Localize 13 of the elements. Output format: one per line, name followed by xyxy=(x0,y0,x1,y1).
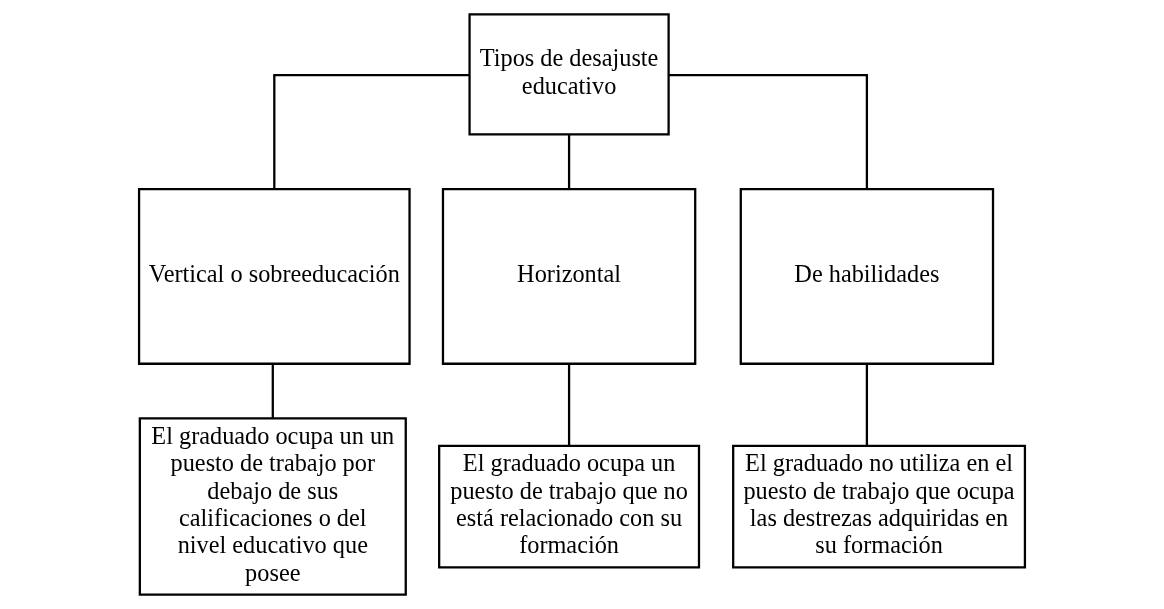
connector xyxy=(567,364,571,446)
node-box: El graduado ocupa un puesto de trabajo que no está relacionado con su formación xyxy=(438,444,701,569)
node-box: El graduado no utiliza en el puesto de trabajo que ocupa las destrezas adquiridas en su formación xyxy=(732,444,1027,569)
node-box: Horizontal xyxy=(441,187,697,365)
connector xyxy=(668,73,869,189)
connector xyxy=(273,73,470,189)
node-box: Vertical o sobreeducación xyxy=(137,187,411,365)
node-box: El graduado ocupa un un puesto de trabajo por debajo de sus calificaciones o del nivel educativo que posee xyxy=(138,417,407,596)
connector xyxy=(271,364,274,419)
connector xyxy=(865,364,869,446)
connector xyxy=(567,134,571,189)
node-box: De habilidades xyxy=(739,187,995,365)
node-box: Tipos de desajuste educativo xyxy=(468,13,670,136)
